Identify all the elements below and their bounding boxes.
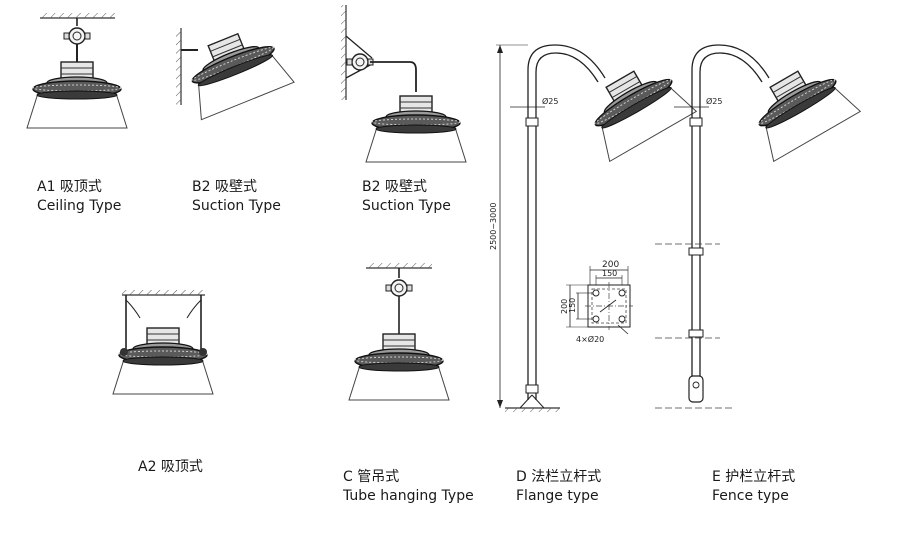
caption-b2-left: B2 吸壁式 Suction Type — [192, 178, 281, 216]
pole-height-label: 2500~3000 — [489, 203, 498, 250]
flange-hole-spacing-y-label: 150 — [568, 298, 577, 313]
b2-suction-drawing-2 — [341, 5, 467, 163]
caption-d-zh: D 法栏立杆式 — [516, 469, 602, 485]
caption-c-en: Tube hanging Type — [343, 488, 474, 504]
caption-b2-left-en: Suction Type — [192, 198, 281, 214]
e-fence-pole-drawing — [655, 44, 862, 409]
b2-suction-drawing-1 — [175, 20, 295, 121]
a1-ceiling-drawing — [26, 13, 128, 129]
caption-b2-left-zh: B2 吸壁式 — [192, 179, 257, 195]
caption-a1: A1 吸顶式 Ceiling Type — [37, 178, 121, 216]
caption-b2-right-en: Suction Type — [362, 198, 451, 214]
caption-c: C 管吊式 Tube hanging Type — [343, 468, 474, 506]
flange-holes-label: 4×Ø20 — [576, 334, 604, 344]
caption-e-en: Fence type — [712, 488, 789, 504]
caption-a2-zh: A2 吸顶式 — [138, 459, 203, 475]
d-pipe-diameter-label: Ø25 — [542, 96, 558, 106]
flange-outer-height-label: 200 — [560, 299, 569, 314]
flange-outer-width-label: 200 — [602, 260, 619, 270]
caption-e: E 护栏立杆式 Fence type — [712, 468, 795, 506]
caption-c-zh: C 管吊式 — [343, 469, 400, 485]
flange-hole-spacing-x-label: 150 — [602, 269, 617, 278]
caption-a1-en: Ceiling Type — [37, 198, 122, 214]
e-pipe-diameter-label: Ø25 — [706, 96, 722, 106]
caption-b2-right: B2 吸壁式 Suction Type — [362, 178, 451, 216]
caption-e-zh: E 护栏立杆式 — [712, 469, 796, 485]
caption-a1-zh: A1 吸顶式 — [37, 179, 102, 195]
d-flange-pole-drawing — [496, 44, 698, 412]
caption-a2: A2 吸顶式 — [138, 458, 203, 477]
caption-d-en: Flange type — [516, 488, 599, 504]
caption-d: D 法栏立杆式 Flange type — [516, 468, 601, 506]
caption-b2-right-zh: B2 吸壁式 — [362, 179, 427, 195]
a2-ceiling-drawing — [112, 290, 214, 395]
c-tube-hanging-drawing — [348, 263, 450, 401]
